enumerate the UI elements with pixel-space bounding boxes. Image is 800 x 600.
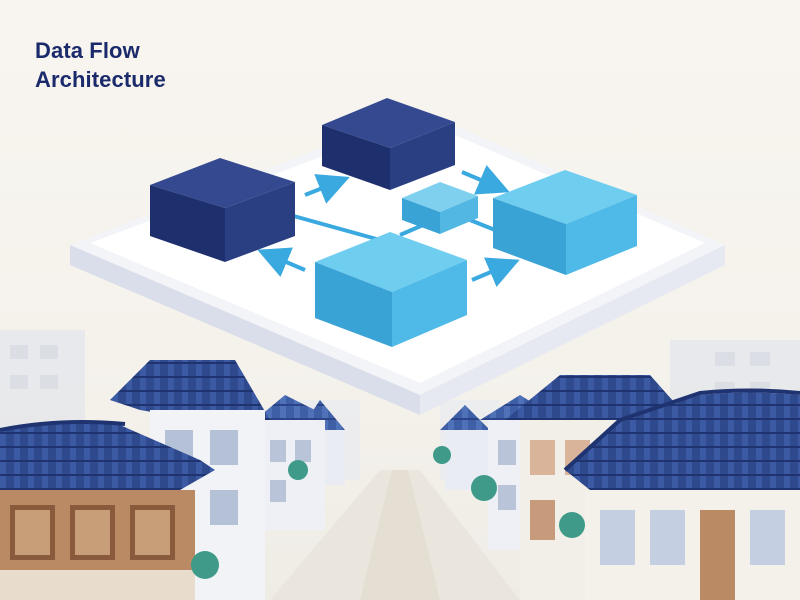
blue-block-front	[315, 232, 467, 347]
right-buildings	[433, 375, 800, 600]
title-line-1: Data Flow	[35, 38, 140, 63]
title-line-2: Architecture	[35, 67, 166, 92]
left-buildings	[0, 360, 345, 600]
blue-block-right	[493, 170, 637, 275]
navy-block-top	[322, 98, 455, 190]
small-block-center	[402, 182, 478, 234]
navy-block-left	[150, 158, 295, 262]
arrow-front-to-left	[257, 247, 306, 277]
arrow-front-to-right	[471, 257, 520, 287]
page-title: Data Flow Architecture	[35, 36, 166, 94]
arrow-left-to-top	[304, 174, 350, 204]
street	[270, 470, 520, 600]
arrow-top-to-right	[461, 165, 510, 195]
